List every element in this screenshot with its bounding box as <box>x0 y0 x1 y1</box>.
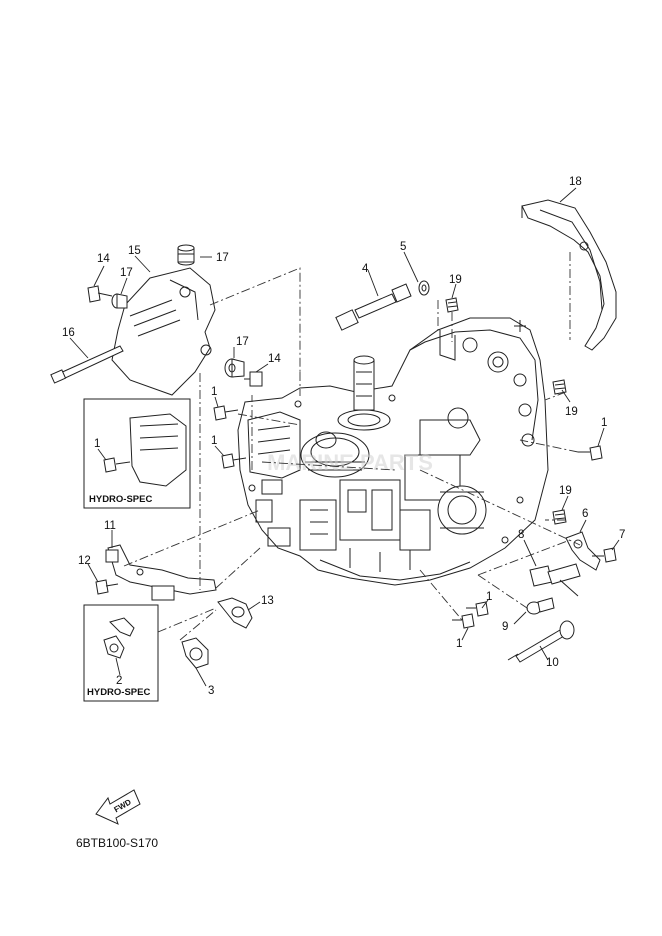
callout-1-inset: 1 <box>94 438 100 450</box>
callout-6: 6 <box>582 508 588 520</box>
sensor-8 <box>529 563 581 597</box>
callout-13: 13 <box>261 595 274 607</box>
callout-19-mid: 19 <box>565 406 578 418</box>
callout-1-a: 1 <box>211 386 217 398</box>
callout-17-left: 17 <box>120 267 133 279</box>
grommet-17-right <box>224 358 245 378</box>
hydro-spec-label-lower: HYDRO-SPEC <box>87 687 150 698</box>
callout-15: 15 <box>128 245 141 257</box>
hose-clamp-13 <box>217 597 253 629</box>
sensor-4 <box>335 283 412 331</box>
callout-18: 18 <box>569 176 582 188</box>
callout-3: 3 <box>208 685 214 697</box>
grommet-17-left <box>111 293 128 309</box>
sensor-9 <box>526 597 555 615</box>
callout-17-right: 17 <box>236 336 249 348</box>
callout-11: 11 <box>104 520 116 532</box>
cable-tie-16 <box>50 345 124 384</box>
plug-19-mid <box>552 379 567 395</box>
hose-clamp-3 <box>181 637 209 669</box>
probe-10 <box>507 620 575 663</box>
callout-12: 12 <box>78 555 91 567</box>
engine-block: MARINE PARTS <box>237 317 549 586</box>
hydro-spec-inset-upper: HYDRO-SPEC <box>83 398 191 509</box>
callout-1-lower: 1 <box>456 638 462 650</box>
callout-numbers: 14 15 17 17 16 17 14 5 4 19 18 19 19 1 6… <box>62 176 625 697</box>
bracket-11 <box>105 544 217 601</box>
callout-1-right: 1 <box>601 417 607 429</box>
svg-text:MARINE PARTS: MARINE PARTS <box>267 450 433 475</box>
bolt-14-left <box>87 285 113 303</box>
washer-5 <box>418 280 430 296</box>
callout-5: 5 <box>400 241 406 253</box>
callout-8: 8 <box>518 529 524 541</box>
hydro-spec-inset-lower: HYDRO-SPEC <box>83 604 159 702</box>
bolt-1-b <box>221 453 247 469</box>
drawing-code: 6BTB100-S170 <box>76 836 158 850</box>
hydro-spec-label-upper: HYDRO-SPEC <box>89 494 152 505</box>
callout-14-left: 14 <box>97 253 110 265</box>
flywheel-cover-15 <box>111 267 216 396</box>
bolt-1-c <box>578 445 603 461</box>
bolt-14-right <box>244 371 263 387</box>
leader-lines <box>69 187 620 687</box>
plug-19-lower <box>552 509 567 525</box>
callout-14-right: 14 <box>268 353 281 365</box>
callout-16: 16 <box>62 327 75 339</box>
plug-19-top <box>445 297 459 313</box>
callout-1-lower-right: 1 <box>486 591 492 603</box>
callout-7: 7 <box>619 529 625 541</box>
bolt-1-a <box>213 405 239 421</box>
callout-9: 9 <box>502 621 508 633</box>
bolt-1-e <box>452 613 475 629</box>
grommet-17-top <box>177 244 195 266</box>
callout-10: 10 <box>546 657 559 669</box>
callout-19-top: 19 <box>449 274 462 286</box>
bolt-7 <box>592 547 617 563</box>
callout-1-b: 1 <box>211 435 217 447</box>
reference-lines <box>123 252 581 641</box>
forward-direction-arrow: FWD <box>95 789 141 825</box>
bracket-6 <box>565 531 601 571</box>
bolt-12 <box>95 579 119 595</box>
callout-4: 4 <box>362 263 369 275</box>
callout-19-lower: 19 <box>559 485 572 497</box>
callout-2: 2 <box>116 675 122 687</box>
callout-17-top: 17 <box>216 252 229 264</box>
bracket-18 <box>521 199 617 351</box>
bolt-1-d <box>466 601 489 617</box>
